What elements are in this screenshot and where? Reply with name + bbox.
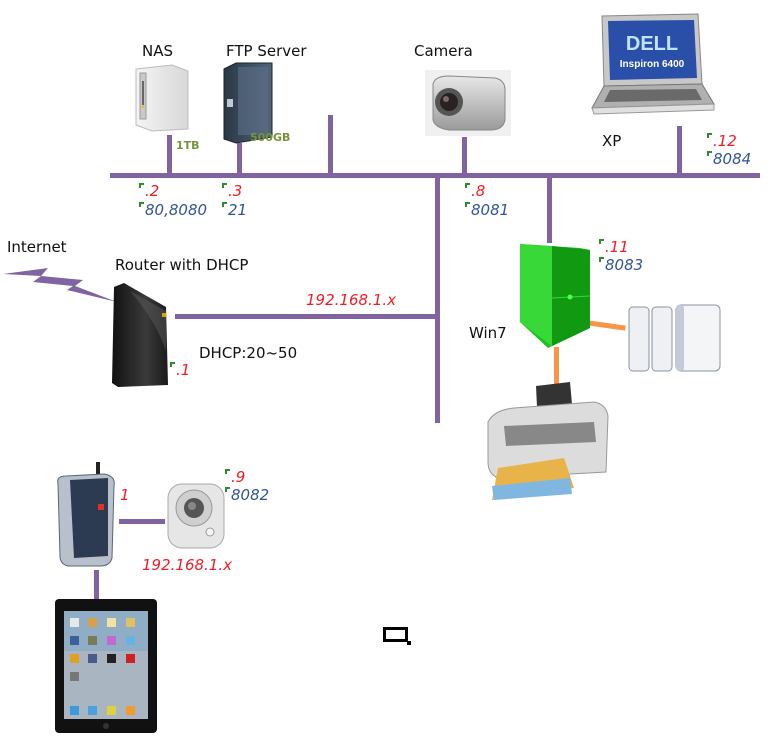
nas-icon[interactable] (134, 63, 190, 133)
wifi-router-ip: 1 (120, 486, 130, 504)
ftp-capacity: 500GB (250, 131, 291, 144)
usb-link-printer (554, 347, 559, 385)
marker-icon (225, 469, 230, 474)
marker-icon (599, 239, 604, 244)
wifi-ipad-link (94, 570, 99, 600)
xp-label: XP (602, 132, 622, 150)
win7-link (547, 175, 552, 243)
backbone-vertical (435, 175, 440, 423)
nas-capacity: 1TB (176, 139, 200, 152)
camera-ports: 8081 (465, 202, 509, 218)
marker-icon (707, 151, 712, 156)
camera-ip: .8 (465, 183, 485, 199)
internet-label: Internet (7, 238, 67, 256)
marker-icon (222, 202, 227, 207)
ftp-ports: 21 (222, 202, 247, 218)
wireless-router-icon[interactable] (52, 462, 120, 568)
router-label: Router with DHCP (115, 256, 249, 274)
printer-icon[interactable] (484, 382, 610, 500)
ftp-ip: .3 (222, 183, 242, 199)
rectangle-icon (383, 627, 408, 642)
marker-icon (222, 183, 227, 188)
xp-ip: .12 (707, 133, 737, 149)
marker-icon (465, 183, 470, 188)
ftp-label: FTP Server (226, 42, 307, 60)
nas-link (167, 135, 172, 175)
dhcp-range: DHCP:20~50 (199, 344, 298, 362)
nas-label: NAS (142, 42, 174, 60)
xp-ports: 8084 (707, 151, 751, 167)
camera-link (462, 137, 467, 175)
rectangle-handle (407, 641, 411, 645)
marker-icon (225, 487, 230, 492)
external-drives-icon[interactable] (628, 304, 722, 374)
win7-label: Win7 (469, 324, 507, 342)
marker-icon (707, 133, 712, 138)
laptop-brand: DELL (626, 33, 678, 55)
win7-ports: 8083 (599, 257, 643, 273)
marker-icon (465, 202, 470, 207)
nas-ip: .2 (139, 183, 159, 199)
router-subnet: 192.168.1.x (306, 291, 396, 309)
marker-icon (139, 183, 144, 188)
wifi-subnet: 192.168.1.x (142, 556, 232, 574)
wifi-camera-link (119, 519, 165, 524)
router-icon[interactable] (110, 281, 170, 389)
desktop-tower-icon[interactable] (518, 242, 592, 350)
camera-icon[interactable] (425, 70, 511, 136)
ipcam-ports: 8082 (225, 487, 269, 503)
marker-icon (170, 362, 175, 367)
camera-label: Camera (414, 42, 473, 60)
lightning-icon (3, 268, 118, 306)
nas-ports: 80,8080 (139, 202, 207, 218)
xp-link (677, 126, 682, 176)
hard-drive-icon[interactable] (222, 61, 274, 145)
ipcam-ip: .9 (225, 469, 245, 485)
laptop-model: Inspiron 6400 (620, 59, 685, 70)
tablet-icon[interactable] (54, 598, 158, 734)
router-link (175, 314, 437, 319)
marker-icon (139, 202, 144, 207)
ftp-link (237, 143, 242, 175)
ip-camera-icon[interactable] (166, 482, 226, 550)
laptop-icon[interactable]: DELL Inspiron 6400 (590, 12, 716, 116)
marker-icon (599, 257, 604, 262)
win7-ip: .11 (599, 239, 629, 255)
spare-link (328, 115, 333, 175)
router-ip: .1 (170, 362, 190, 378)
